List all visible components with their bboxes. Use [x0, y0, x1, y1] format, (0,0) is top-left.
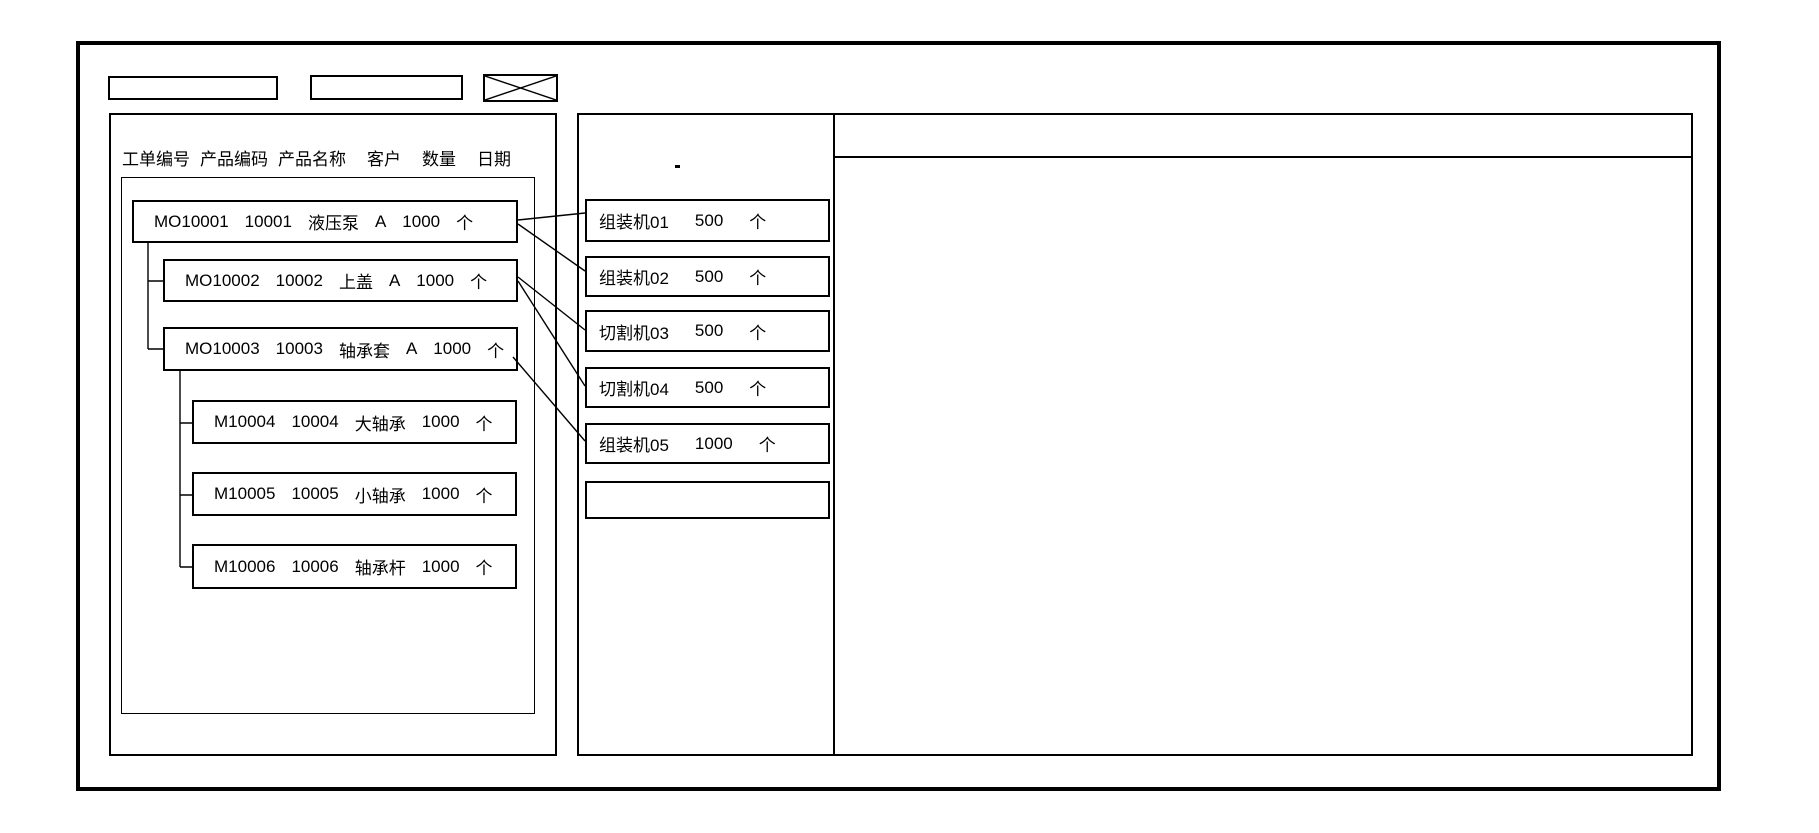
- column-header-date: 日期: [477, 149, 511, 169]
- window-frame: [76, 41, 1721, 791]
- qty: 1000: [402, 211, 441, 231]
- product-code: 10005: [291, 484, 339, 503]
- close-x-icon: [485, 76, 556, 100]
- toolbar-input-1[interactable]: [108, 76, 278, 100]
- work-order-node-m10006[interactable]: M10006 10006 轴承杆 1000 个: [192, 544, 517, 589]
- order-no: M10005: [214, 484, 276, 503]
- machine-name: 切割机03: [599, 323, 669, 343]
- order-no: MO10003: [185, 339, 260, 358]
- product-name: 大轴承: [354, 414, 406, 434]
- machine-qty: 1000: [694, 433, 733, 453]
- machine-unit: 个: [758, 436, 776, 455]
- work-order-tree-container: [121, 177, 535, 714]
- unit: 个: [470, 273, 488, 292]
- order-no: M10004: [214, 412, 276, 431]
- machine-name: 组装机02: [599, 269, 669, 288]
- customer: A: [405, 339, 418, 358]
- column-header-customer: 客户: [367, 149, 401, 169]
- unit: 个: [475, 414, 493, 434]
- machine-qty: 500: [694, 377, 724, 397]
- machine-qty: 500: [694, 266, 724, 286]
- machine-box-qiegeji03[interactable]: 切割机03 500 个: [585, 310, 830, 352]
- machine-box-zuzhuangji05[interactable]: 组装机05 1000 个: [585, 423, 830, 464]
- work-order-node-m10004[interactable]: M10004 10004 大轴承 1000 个: [192, 400, 517, 444]
- close-button[interactable]: [483, 74, 558, 102]
- order-no: MO10002: [185, 270, 260, 290]
- unit: 个: [475, 559, 493, 578]
- machine-qty: 500: [694, 210, 724, 230]
- customer: A: [374, 211, 387, 231]
- product-name: 轴承杆: [354, 559, 406, 578]
- unit: 个: [487, 341, 505, 361]
- small-dash-mark: [675, 165, 680, 168]
- qty: 1000: [433, 339, 472, 358]
- product-code: 10006: [291, 556, 339, 576]
- qty: 1000: [421, 412, 460, 431]
- machine-qty: 500: [694, 321, 724, 340]
- machine-box-empty[interactable]: [585, 481, 830, 519]
- machine-name: 切割机04: [599, 380, 669, 399]
- column-header-order-no: 工单编号: [122, 149, 190, 169]
- qty: 1000: [421, 484, 460, 503]
- machine-box-zuzhuangji01[interactable]: 组装机01 500 个: [585, 199, 830, 242]
- machine-name: 组装机01: [599, 213, 669, 232]
- unit: 个: [475, 486, 493, 506]
- work-order-node-mo10002[interactable]: MO10002 10002 上盖 A 1000 个: [163, 259, 518, 302]
- machine-unit: 个: [749, 323, 767, 343]
- unit: 个: [456, 214, 474, 233]
- work-order-node-mo10001[interactable]: MO10001 10001 液压泵 A 1000 个: [132, 200, 518, 243]
- work-order-node-m10005[interactable]: M10005 10005 小轴承 1000 个: [192, 472, 517, 516]
- work-order-node-mo10003[interactable]: MO10003 10003 轴承套 A 1000 个: [163, 327, 518, 371]
- machine-box-qiegeji04[interactable]: 切割机04 500 个: [585, 367, 830, 408]
- toolbar-input-2[interactable]: [310, 75, 463, 100]
- work-order-column-headers: 工单编号 产品编码 产品名称 客户 数量 日期: [122, 146, 511, 169]
- order-no: MO10001: [154, 211, 229, 231]
- product-code: 10002: [275, 270, 323, 290]
- product-code: 10003: [275, 339, 323, 358]
- column-header-qty: 数量: [422, 149, 456, 169]
- product-code: 10004: [291, 412, 339, 431]
- product-name: 上盖: [338, 273, 373, 292]
- product-name: 轴承套: [338, 341, 390, 361]
- detail-panel: [833, 113, 1693, 756]
- qty: 1000: [416, 270, 455, 290]
- machine-unit: 个: [749, 269, 767, 288]
- customer: A: [388, 270, 401, 290]
- product-name: 液压泵: [307, 214, 359, 233]
- column-header-product-name: 产品名称: [278, 149, 346, 169]
- detail-panel-divider: [835, 156, 1691, 158]
- column-header-product-code: 产品编码: [200, 149, 268, 169]
- product-name: 小轴承: [354, 486, 406, 506]
- machine-unit: 个: [749, 380, 767, 399]
- machine-unit: 个: [749, 213, 767, 232]
- product-code: 10001: [244, 211, 292, 231]
- order-no: M10006: [214, 556, 276, 576]
- qty: 1000: [421, 556, 460, 576]
- machine-name: 组装机05: [599, 436, 669, 455]
- machine-box-zuzhuangji02[interactable]: 组装机02 500 个: [585, 256, 830, 297]
